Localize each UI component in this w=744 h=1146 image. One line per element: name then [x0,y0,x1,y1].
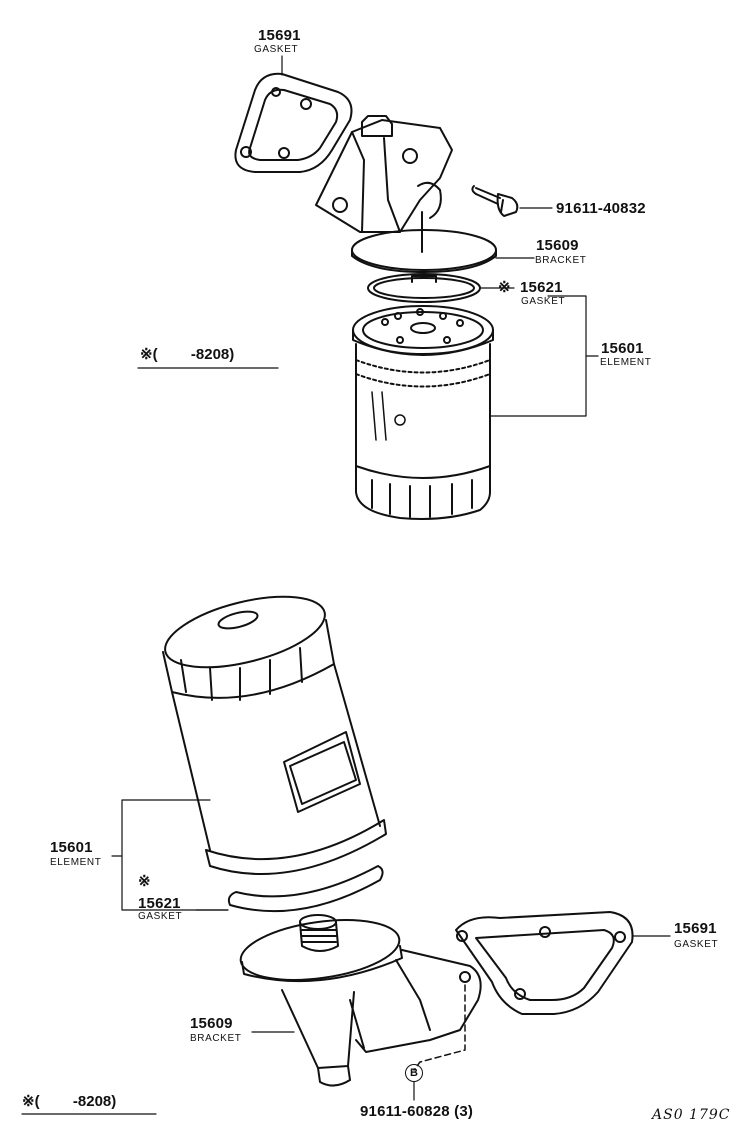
top-bracket [315,115,497,273]
bottom-gasket-name: GASKET [674,939,719,950]
bottom-element-number: 15601 [50,839,93,856]
bottom-bracket [239,914,482,1087]
bottom-bracket-number: 15609 [190,1015,233,1032]
bottom-bolt-number: 91611-60828 (3) [360,1103,474,1120]
bottom-gasket-small-mark: ※ [138,873,151,890]
top-gasket-small-mark: ※ [498,279,511,296]
top-flange-gasket [234,72,353,173]
bottom-flange-gasket [455,911,634,1015]
top-bracket-number: 15609 [536,237,579,254]
bottom-leader-lines [21,799,671,1115]
bolt-guide-dashed [413,984,466,1071]
top-leader-lines [137,55,599,417]
top-bolt [471,185,519,217]
top-gasket-name: GASKET [254,44,299,55]
bottom-bracket-name: BRACKET [190,1033,242,1044]
bottom-o-ring [227,865,384,913]
drawing-code: AS0 179C [652,1107,731,1123]
top-bracket-name: BRACKET [535,255,587,266]
top-gasket-small-name: GASKET [521,296,566,307]
bottom-filter-element [162,595,387,875]
top-filter-element [352,305,494,520]
top-applicability-note: ※( -8208) [140,346,235,363]
bolt-marker-b: B [405,1064,423,1082]
top-gasket-small-number: 15621 [520,279,563,296]
bottom-gasket-small-number: 15621 [138,895,181,912]
top-gasket-number: 15691 [258,27,301,44]
bottom-gasket-number: 15691 [674,920,717,937]
top-element-name: ELEMENT [600,357,652,368]
bottom-element-name: ELEMENT [50,857,102,868]
bottom-gasket-small-name: GASKET [138,911,183,922]
top-o-ring [367,273,481,303]
top-element-number: 15601 [601,340,644,357]
top-bolt-number: 91611-40832 [556,200,646,217]
bottom-applicability-note: ※( -8208) [22,1093,117,1110]
